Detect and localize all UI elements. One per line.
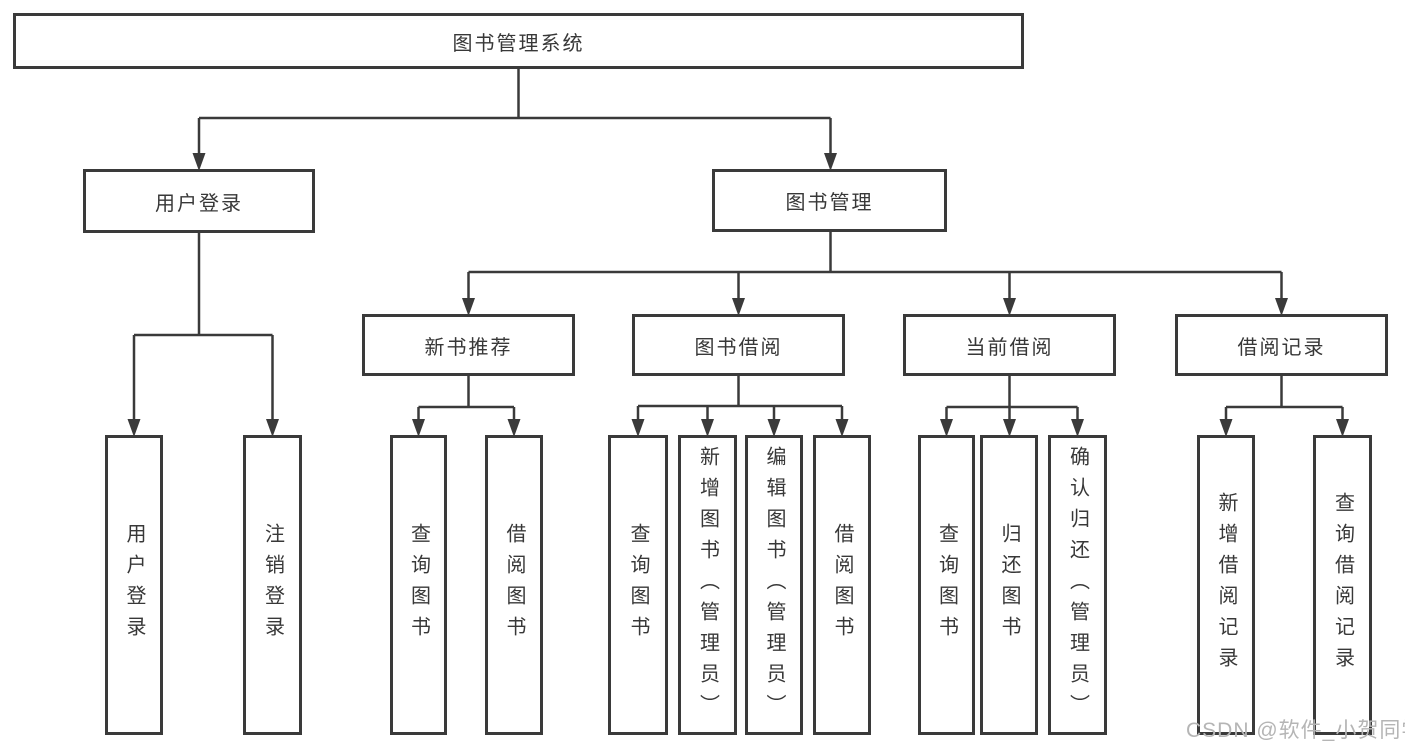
leaf-add-book-admin: 新增图书（管理员） xyxy=(678,435,737,735)
node-user-login: 用户登录 xyxy=(83,169,315,233)
leaf-add-borrow-record-label: 新增借阅记录 xyxy=(1215,492,1237,678)
csdn-watermark: CSDN @软件_小贺同学 xyxy=(1186,719,1405,742)
leaf-logout-login-label: 注销登录 xyxy=(261,523,284,647)
node-borrowing-records: 借阅记录 xyxy=(1175,314,1388,376)
node-book-borrowing: 图书借阅 xyxy=(632,314,845,376)
leaf-add-book-admin-label: 新增图书（管理员） xyxy=(696,445,719,725)
leaf-add-borrow-record: 新增借阅记录 xyxy=(1197,435,1255,735)
leaf-edit-book-admin: 编辑图书（管理员） xyxy=(745,435,803,735)
node-library-management-system: 图书管理系统 xyxy=(13,13,1024,69)
leaf-borrow-books-2-label: 借阅图书 xyxy=(831,523,853,647)
leaf-user-login: 用户登录 xyxy=(105,435,163,735)
node-borrowing-records-label: 借阅记录 xyxy=(1237,336,1326,359)
node-current-borrowing: 当前借阅 xyxy=(903,314,1116,376)
node-current-borrowing-label: 当前借阅 xyxy=(965,336,1054,359)
leaf-query-books-3: 查询图书 xyxy=(918,435,975,735)
node-new-book-recommendation-label: 新书推荐 xyxy=(424,336,513,359)
node-book-management-label: 图书管理 xyxy=(785,192,874,214)
leaf-return-book: 归还图书 xyxy=(980,435,1038,735)
node-book-management: 图书管理 xyxy=(712,169,947,232)
leaf-logout-login: 注销登录 xyxy=(243,435,302,735)
node-book-borrowing-label: 图书借阅 xyxy=(694,336,783,359)
leaf-user-login-label: 用户登录 xyxy=(123,523,145,647)
leaf-query-books-3-label: 查询图书 xyxy=(935,523,958,647)
leaf-edit-book-admin-label: 编辑图书（管理员） xyxy=(763,445,785,725)
leaf-borrow-books-1-label: 借阅图书 xyxy=(503,523,525,647)
leaf-query-books-2: 查询图书 xyxy=(608,435,668,735)
node-new-book-recommendation: 新书推荐 xyxy=(362,314,575,376)
leaf-query-books-1-label: 查询图书 xyxy=(407,523,430,647)
leaf-borrow-books-1: 借阅图书 xyxy=(485,435,543,735)
node-library-management-system-label: 图书管理系统 xyxy=(452,32,585,55)
leaf-confirm-return-admin-label: 确认归还（管理员） xyxy=(1066,445,1089,725)
arrowheads xyxy=(127,153,1349,437)
leaf-query-books-2-label: 查询图书 xyxy=(627,523,649,647)
leaf-borrow-books-2: 借阅图书 xyxy=(813,435,871,735)
leaf-confirm-return-admin: 确认归还（管理员） xyxy=(1048,435,1107,735)
leaf-query-borrow-record-label: 查询借阅记录 xyxy=(1331,492,1354,678)
leaf-query-books-1: 查询图书 xyxy=(390,435,447,735)
leaf-return-book-label: 归还图书 xyxy=(998,523,1020,647)
node-user-login-label: 用户登录 xyxy=(155,192,243,215)
leaf-query-borrow-record: 查询借阅记录 xyxy=(1313,435,1372,735)
